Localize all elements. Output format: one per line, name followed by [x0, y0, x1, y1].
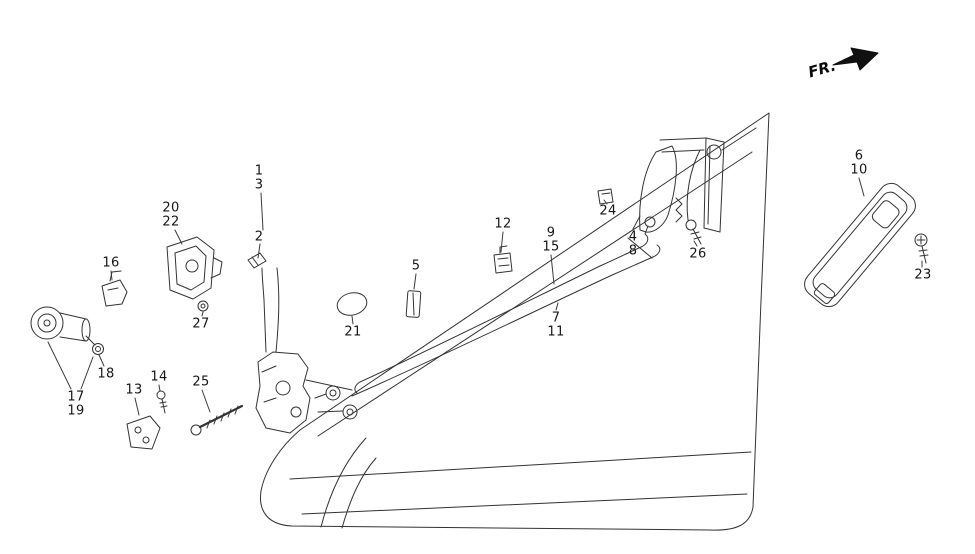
- part-label-6: 6: [854, 148, 864, 164]
- part-label-14: 14: [150, 369, 168, 385]
- part-label-23: 23: [914, 267, 932, 283]
- latch-bracket-assembly: [166, 236, 223, 312]
- part-label-26: 26: [689, 246, 707, 262]
- screw-23: [914, 233, 929, 264]
- part-label-12: 12: [494, 216, 512, 232]
- part-label-7: 7: [551, 310, 561, 326]
- door-latch-assembly: [247, 252, 358, 434]
- part-label-16: 16: [102, 255, 120, 271]
- rod-clip-12: [493, 245, 513, 274]
- part-label-21: 21: [344, 324, 362, 340]
- part-label-24: 24: [599, 203, 617, 219]
- part-label-9: 9: [546, 225, 556, 241]
- inner-handle-assembly: [627, 127, 757, 259]
- part-label-18: 18: [97, 366, 115, 382]
- part-label-11: 11: [547, 324, 565, 340]
- part-label-3: 3: [254, 177, 264, 193]
- part-label-4: 4: [628, 229, 638, 245]
- part-label-22: 22: [162, 214, 180, 230]
- part-label-10: 10: [850, 162, 868, 178]
- part-label-15: 15: [542, 239, 560, 255]
- lock-cylinder-assembly: [30, 306, 104, 355]
- part-label-27: 27: [192, 316, 210, 332]
- part-label-5: 5: [411, 258, 421, 274]
- part-label-25: 25: [192, 374, 210, 390]
- part-label-20: 20: [162, 200, 180, 216]
- bolt-25: [190, 404, 244, 436]
- part-label-17: 17: [67, 389, 85, 405]
- rod-clip-24: [597, 188, 614, 205]
- part-label-1: 1: [254, 163, 264, 179]
- screw-26: [685, 219, 702, 245]
- clip-16: [101, 270, 128, 307]
- fr-direction-arrow-icon: [832, 47, 879, 71]
- part-5: [405, 290, 422, 318]
- part-label-19: 19: [67, 403, 85, 419]
- lock-rod-upper-9-15: [354, 225, 649, 394]
- part-label-13: 13: [125, 382, 143, 398]
- outer-door-handle: [804, 182, 916, 308]
- part-label-2: 2: [254, 229, 264, 245]
- door-striker-13: [126, 415, 161, 450]
- part-label-8: 8: [628, 243, 638, 259]
- door-outline: [259, 112, 770, 531]
- leader-lines: [47, 177, 923, 416]
- lock-rod-lower-7-11: [351, 244, 661, 397]
- grommet-21: [336, 292, 368, 316]
- screw-14: [156, 390, 168, 414]
